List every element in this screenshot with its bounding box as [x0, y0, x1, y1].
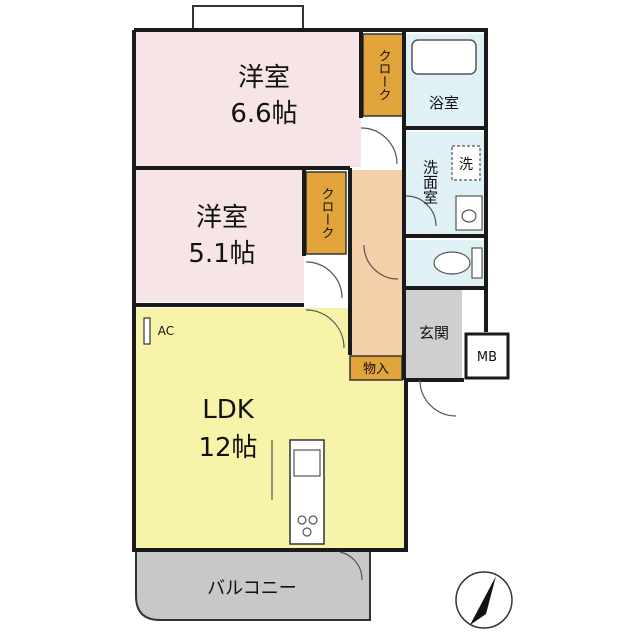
- bathtub-icon: [411, 39, 477, 75]
- ac-unit: [143, 317, 151, 345]
- closet-2-label: クローク: [319, 187, 334, 239]
- mb-box: [464, 332, 510, 380]
- sink-icon: [455, 195, 483, 231]
- toilet-icon: [433, 251, 471, 275]
- hallway: [350, 170, 402, 355]
- closet-1-label: クローク: [376, 49, 391, 101]
- ac-label: AC: [158, 324, 174, 338]
- ldk-name: LDK: [202, 395, 255, 425]
- washroom-label: 洗面室: [421, 160, 439, 205]
- balcony: [135, 549, 371, 621]
- stove-icon: [297, 515, 307, 525]
- washer-space: [451, 145, 481, 181]
- storage-label: 物入: [363, 362, 389, 377]
- washer-label: 洗: [459, 157, 473, 173]
- north-arrow-icon: [455, 571, 513, 629]
- western-room-1-size: 6.6帖: [230, 99, 297, 129]
- walls: [132, 28, 488, 552]
- bath-label: 浴室: [429, 94, 459, 112]
- closet-1: [362, 33, 404, 117]
- ldk-size: 12帖: [198, 433, 257, 463]
- western-room-2: [136, 170, 304, 302]
- entrance: [406, 290, 462, 378]
- bay-window: [192, 5, 304, 31]
- western-room-1: [136, 32, 361, 167]
- door-swing: [360, 127, 398, 165]
- western-room-1-name: 洋室: [238, 63, 290, 93]
- western-room-2-size: 5.1帖: [188, 239, 255, 269]
- entrance-label: 玄関: [419, 324, 449, 342]
- western-room-2-name: 洋室: [196, 203, 248, 233]
- mb-label: MB: [477, 350, 497, 365]
- kitchen-sink-icon: [293, 449, 321, 477]
- balcony-label: バルコニー: [207, 578, 297, 599]
